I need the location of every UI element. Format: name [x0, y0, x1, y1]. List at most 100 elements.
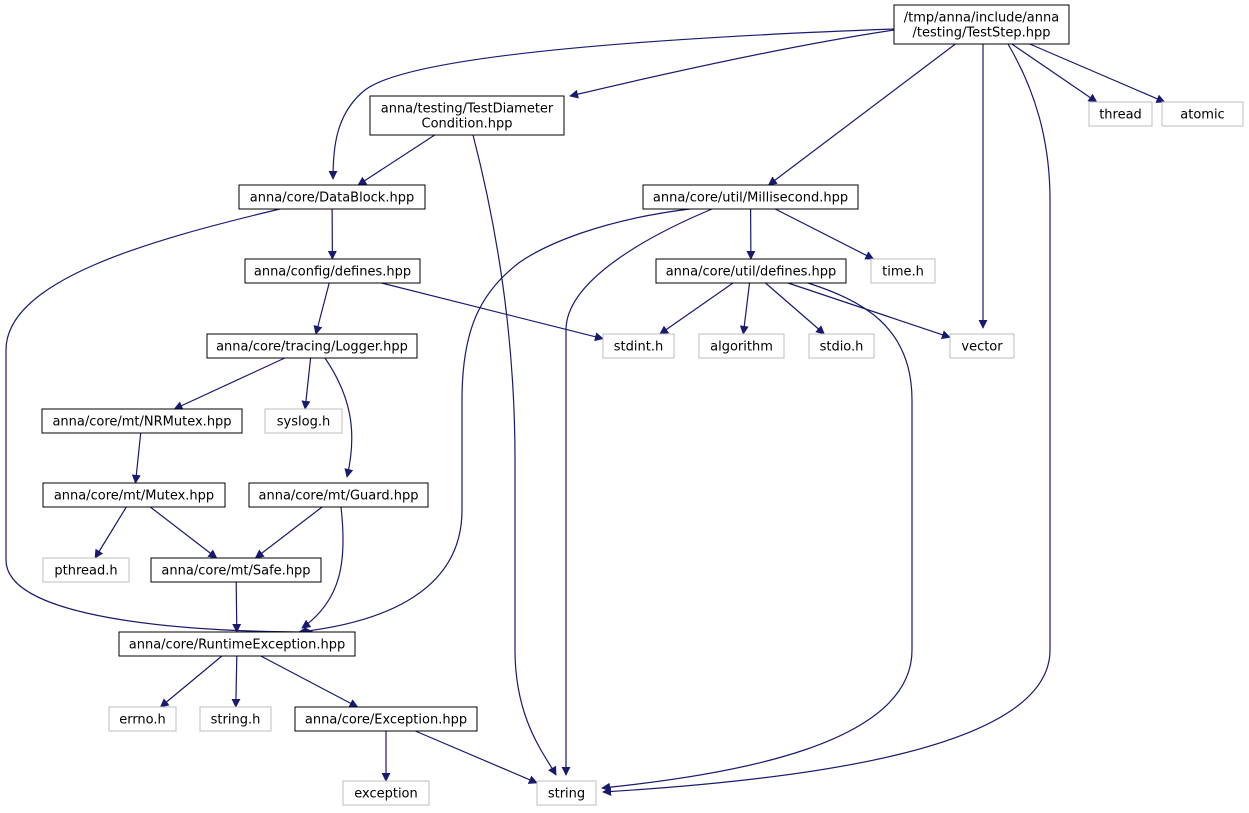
node-label-pthread: pthread.h	[54, 564, 117, 579]
node-runtimeexc[interactable]: anna/core/RuntimeException.hpp	[118, 631, 356, 657]
node-label-string: string	[548, 787, 585, 802]
edge-runtimeexc-to-exception_hpp	[260, 655, 359, 708]
node-nrmutex[interactable]: anna/core/mt/NRMutex.hpp	[41, 408, 243, 434]
node-label-safe: anna/core/mt/Safe.hpp	[161, 564, 310, 579]
edge-diameter-to-datablock	[357, 134, 436, 186]
node-box-exception	[342, 780, 430, 806]
node-layer: /tmp/anna/include/anna/testing/TestStep.…	[41, 4, 1244, 806]
node-box-utildefines	[655, 258, 847, 284]
node-stringh: string.h	[199, 706, 272, 732]
edge-datablock-to-runtimeexc	[5, 208, 314, 637]
node-label-syslog: syslog.h	[277, 415, 330, 430]
node-label-exception: exception	[354, 787, 418, 802]
node-box-runtimeexc	[118, 631, 356, 657]
edge-mutex-to-pthread	[94, 506, 127, 559]
node-atomic: atomic	[1161, 101, 1244, 127]
node-label-guard: anna/core/mt/Guard.hpp	[259, 489, 419, 504]
edge-configdefines-to-stdint	[381, 282, 604, 342]
node-label-millisecond: anna/core/util/Millisecond.hpp	[653, 191, 848, 206]
edge-millisecond-to-string	[561, 208, 713, 776]
edge-teststep-to-datablock	[328, 28, 895, 180]
edge-layer	[5, 28, 1166, 796]
node-utildefines[interactable]: anna/core/util/defines.hpp	[655, 258, 847, 284]
node-label-thread: thread	[1099, 108, 1142, 123]
node-box-teststep	[893, 4, 1070, 45]
edge-millisecond-to-runtimeexc	[298, 208, 691, 636]
node-box-errno	[108, 706, 177, 732]
node-algorithm: algorithm	[698, 333, 785, 359]
node-box-stdint	[602, 333, 675, 359]
node-label-datablock: anna/core/DataBlock.hpp	[250, 191, 414, 206]
edge-teststep-to-string	[602, 43, 1051, 796]
edge-logger-to-nrmutex	[173, 357, 286, 410]
node-label-timeh: time.h	[882, 265, 924, 280]
node-datablock[interactable]: anna/core/DataBlock.hpp	[238, 184, 426, 210]
node-pthread: pthread.h	[42, 557, 130, 583]
node-box-exception_hpp	[294, 706, 478, 732]
edge-utildefines-to-algorithm	[739, 282, 751, 335]
node-box-syslog	[264, 408, 343, 434]
node-label-nrmutex: anna/core/mt/NRMutex.hpp	[52, 415, 231, 430]
node-syslog: syslog.h	[264, 408, 343, 434]
node-box-pthread	[42, 557, 130, 583]
node-box-safe	[150, 557, 322, 583]
node-label-runtimeexc: anna/core/RuntimeException.hpp	[129, 638, 345, 653]
edge-utildefines-to-string	[601, 282, 913, 792]
edge-logger-to-syslog	[301, 357, 312, 410]
edge-mutex-to-safe	[149, 506, 218, 559]
edge-utildefines-to-stdio	[765, 282, 825, 335]
node-label-diameter: Condition.hpp	[422, 117, 513, 132]
node-label-exception_hpp: anna/core/Exception.hpp	[305, 713, 467, 728]
node-box-string	[536, 780, 597, 806]
node-label-mutex: anna/core/mt/Mutex.hpp	[54, 489, 214, 504]
node-errno: errno.h	[108, 706, 177, 732]
edge-teststep-to-thread	[1011, 43, 1098, 103]
edge-utildefines-to-vector	[787, 282, 951, 339]
node-stdio: stdio.h	[808, 333, 875, 359]
node-box-guard	[248, 482, 429, 508]
node-box-datablock	[238, 184, 426, 210]
node-safe[interactable]: anna/core/mt/Safe.hpp	[150, 557, 322, 583]
node-logger[interactable]: anna/core/tracing/Logger.hpp	[206, 333, 418, 359]
node-box-thread	[1088, 101, 1153, 127]
node-label-logger: anna/core/tracing/Logger.hpp	[216, 340, 408, 355]
node-exception: exception	[342, 780, 430, 806]
node-box-logger	[206, 333, 418, 359]
node-exception_hpp[interactable]: anna/core/Exception.hpp	[294, 706, 478, 732]
node-label-utildefines: anna/core/util/defines.hpp	[666, 265, 837, 280]
node-vector: vector	[949, 333, 1015, 359]
node-guard[interactable]: anna/core/mt/Guard.hpp	[248, 482, 429, 508]
node-box-timeh	[870, 258, 936, 284]
node-box-millisecond	[642, 184, 859, 210]
node-stdint: stdint.h	[602, 333, 675, 359]
node-thread: thread	[1088, 101, 1153, 127]
node-mutex[interactable]: anna/core/mt/Mutex.hpp	[42, 482, 226, 508]
node-box-stringh	[199, 706, 272, 732]
edge-configdefines-to-logger	[313, 282, 330, 335]
node-label-vector: vector	[961, 340, 1003, 355]
node-teststep[interactable]: /tmp/anna/include/anna/testing/TestStep.…	[893, 4, 1070, 45]
edge-utildefines-to-stdint	[659, 282, 734, 335]
node-box-mutex	[42, 482, 226, 508]
node-box-configdefines	[244, 258, 421, 284]
edge-teststep-to-atomic	[1029, 43, 1166, 103]
node-label-algorithm: algorithm	[710, 340, 773, 355]
edge-teststep-to-millisecond	[767, 43, 956, 186]
node-label-teststep: /tmp/anna/include/anna	[904, 11, 1059, 26]
node-box-atomic	[1161, 101, 1244, 127]
node-label-atomic: atomic	[1180, 108, 1224, 123]
node-millisecond[interactable]: anna/core/util/Millisecond.hpp	[642, 184, 859, 210]
edge-guard-to-safe	[254, 506, 323, 559]
edge-runtimeexc-to-errno	[159, 655, 223, 708]
edge-millisecond-to-timeh	[774, 208, 875, 260]
node-label-errno: errno.h	[119, 713, 166, 728]
node-label-teststep: /testing/TestStep.hpp	[913, 26, 1051, 41]
node-label-configdefines: anna/config/defines.hpp	[254, 265, 411, 280]
node-string: string	[536, 780, 597, 806]
node-label-diameter: anna/testing/TestDiameter	[381, 102, 554, 117]
node-configdefines[interactable]: anna/config/defines.hpp	[244, 258, 421, 284]
node-box-vector	[949, 333, 1015, 359]
edge-diameter-to-string	[472, 134, 557, 776]
